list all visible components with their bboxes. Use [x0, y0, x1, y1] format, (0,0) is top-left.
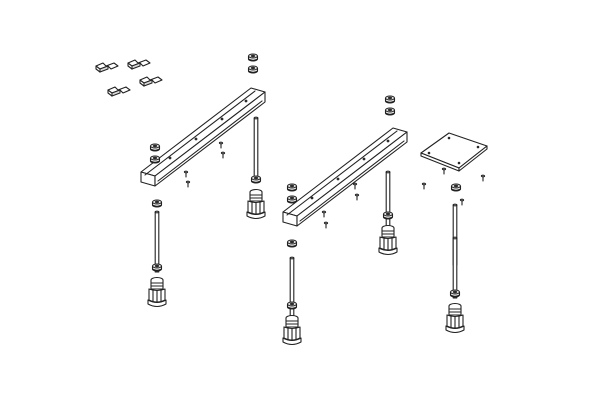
nut — [151, 263, 163, 272]
leg-foot — [378, 224, 398, 256]
nut — [384, 95, 396, 104]
clip-bracket — [107, 86, 131, 97]
nut — [286, 301, 298, 310]
screw — [421, 182, 427, 190]
nut — [450, 183, 462, 192]
screw — [352, 182, 358, 190]
leg-foot — [282, 314, 302, 346]
nut — [286, 183, 298, 192]
nut — [247, 53, 259, 62]
nut — [382, 211, 394, 220]
nut — [247, 65, 259, 74]
clip-bracket — [127, 59, 151, 70]
nut — [449, 289, 461, 298]
nut — [286, 195, 298, 204]
screw — [480, 174, 486, 182]
mounting-plate — [420, 132, 488, 172]
clips-group — [95, 59, 163, 97]
rail-middle — [282, 127, 408, 227]
nut — [149, 155, 161, 164]
nut — [151, 199, 163, 208]
clip-bracket — [95, 62, 119, 73]
screw — [441, 167, 447, 175]
nut — [149, 143, 161, 152]
clip-bracket — [139, 76, 163, 87]
leg-foot — [246, 188, 266, 220]
screw — [183, 170, 189, 178]
nut — [250, 175, 262, 184]
threaded-rod — [154, 210, 160, 273]
nut — [384, 107, 396, 116]
screw — [354, 193, 360, 201]
screw — [321, 210, 327, 218]
screw — [218, 141, 224, 149]
screw — [220, 151, 226, 159]
threaded-rod — [253, 116, 259, 179]
threaded-rod — [452, 236, 458, 299]
nut — [286, 239, 298, 248]
screw — [459, 198, 465, 206]
screw — [185, 180, 191, 188]
leg-foot — [445, 302, 465, 334]
screw — [323, 221, 329, 229]
rail-left — [140, 87, 266, 187]
leg-foot — [147, 276, 167, 308]
threaded-rod — [385, 170, 391, 233]
